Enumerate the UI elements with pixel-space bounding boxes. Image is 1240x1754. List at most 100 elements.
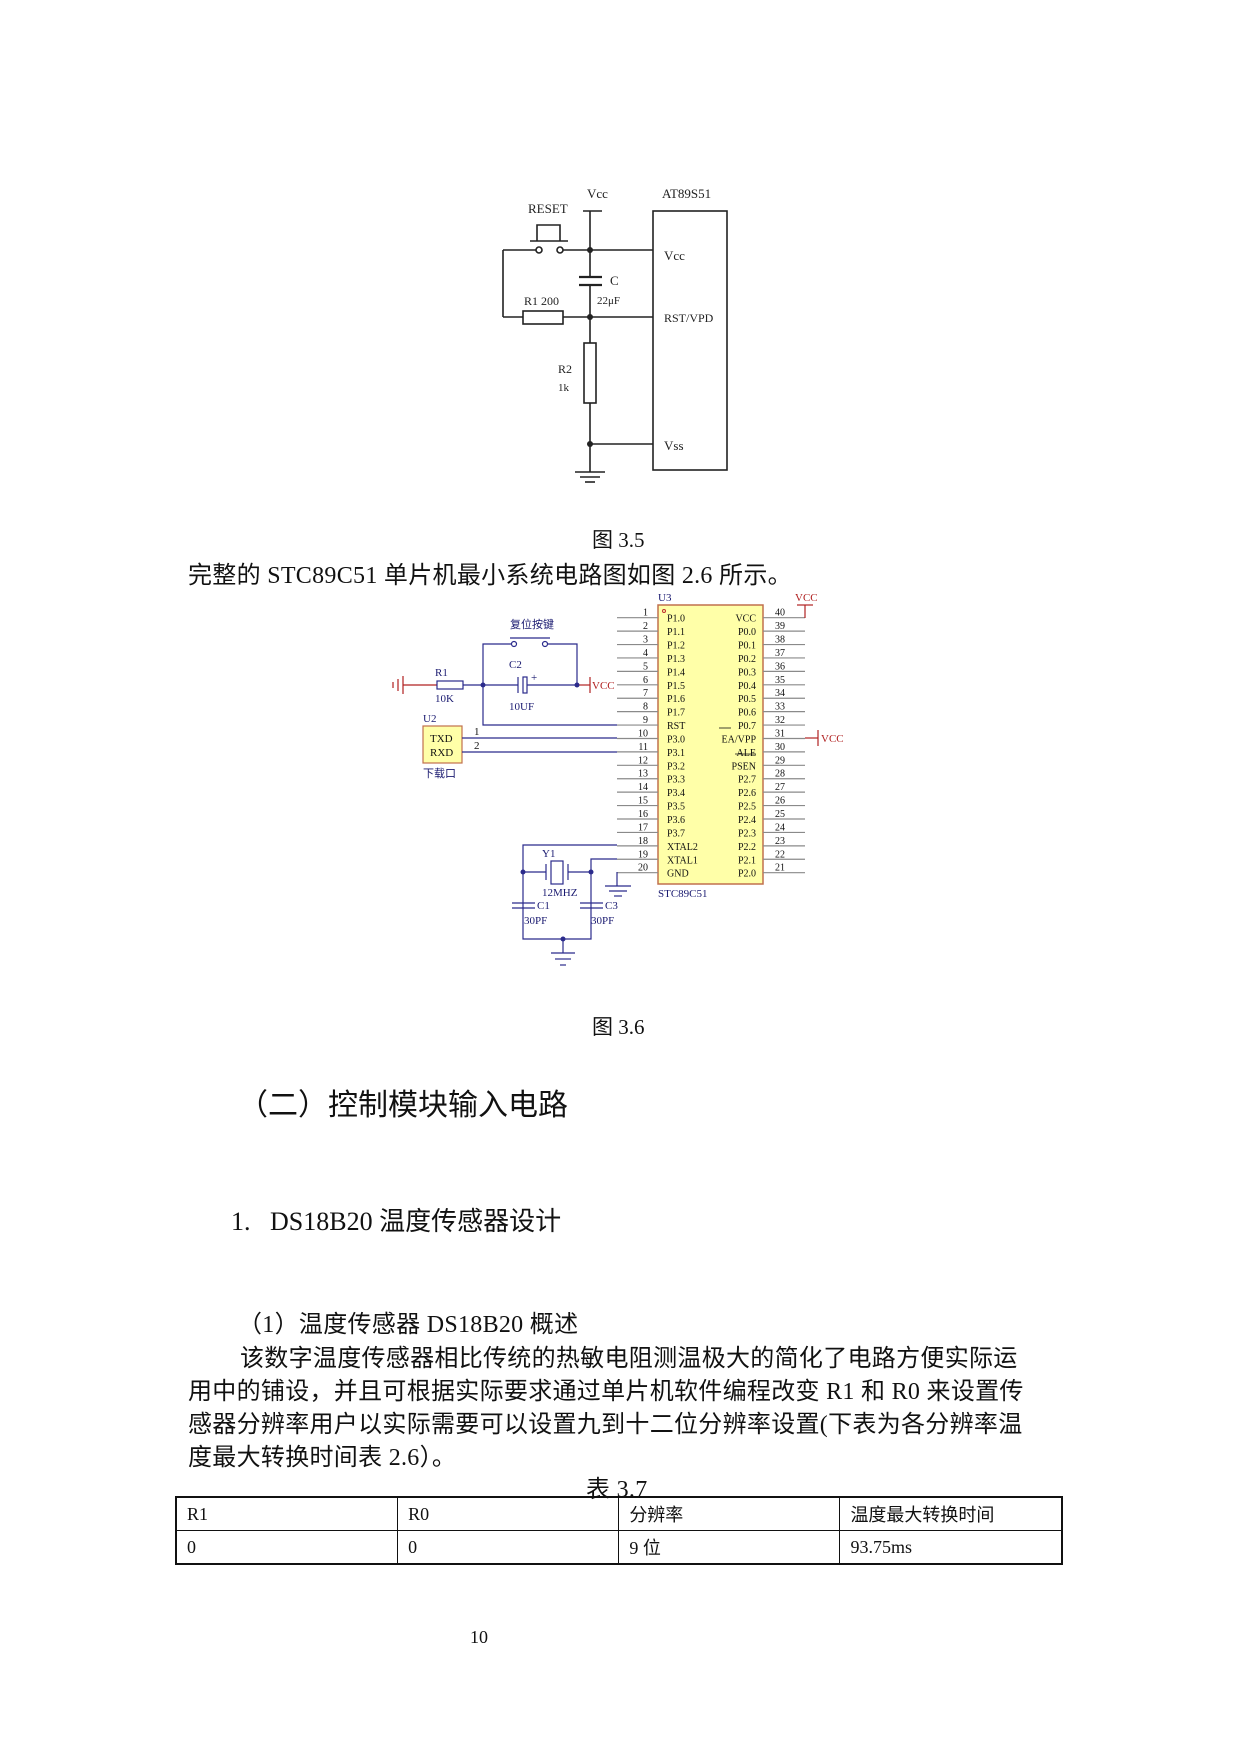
right-pin-name: P2.0 xyxy=(738,869,756,880)
u2-pin-txd: TXD xyxy=(430,733,453,745)
vcc-label-ea: VCC xyxy=(821,733,844,745)
right-pin-number: 27 xyxy=(775,782,785,793)
y1-label: Y1 xyxy=(542,848,555,860)
u2-pin-number-1: 1 xyxy=(474,726,480,738)
right-pin-name: P2.5 xyxy=(738,802,756,813)
left-pin-name: P1.2 xyxy=(667,641,685,652)
left-pin-name: P3.2 xyxy=(667,761,685,772)
header-r0: R0 xyxy=(397,1496,620,1531)
left-pin-name: P1.3 xyxy=(667,654,685,665)
left-pin-number: 9 xyxy=(643,715,648,726)
right-pin-number: 36 xyxy=(775,661,785,672)
left-pin-number: 11 xyxy=(638,742,648,753)
figure-3-5-caption: 图 3.5 xyxy=(592,528,645,552)
left-pin-name: P3.4 xyxy=(667,788,685,799)
left-pin-name: P3.0 xyxy=(667,734,685,745)
y1-crystal xyxy=(550,860,564,885)
left-pin-number: 13 xyxy=(638,769,648,780)
left-pin-number: 8 xyxy=(643,702,648,713)
header-r1: R1 xyxy=(175,1496,399,1531)
left-pin-name: P1.6 xyxy=(667,694,685,705)
right-pin-name: P0.5 xyxy=(738,694,756,705)
right-pin-name: PSEN xyxy=(732,761,756,772)
chip-ref: U3 xyxy=(658,592,672,604)
right-pin-number: 31 xyxy=(775,728,785,739)
left-pin-name: P1.0 xyxy=(667,614,685,625)
c3-label: C3 xyxy=(605,900,618,912)
right-pin-name: P0.7 xyxy=(738,721,756,732)
vcc-label: Vcc xyxy=(587,186,608,201)
left-pin-name: RST xyxy=(667,721,685,732)
header-resolution: 分辨率 xyxy=(618,1496,841,1531)
right-pin-name: P2.1 xyxy=(738,855,756,866)
reset-label: RESET xyxy=(528,201,568,216)
left-pin-number: 10 xyxy=(638,728,648,739)
right-pin-number: 24 xyxy=(775,822,785,833)
right-pin-name: P2.3 xyxy=(738,828,756,839)
left-pin-number: 16 xyxy=(638,809,648,820)
left-pin-name: P3.5 xyxy=(667,802,685,813)
vcc-label-reset: VCC xyxy=(592,680,615,692)
paragraph-line-4: 度最大转换时间表 2.6）。 xyxy=(188,1445,457,1471)
left-pin-name: P1.7 xyxy=(667,708,685,719)
stc89c51-chip xyxy=(657,604,764,885)
r1-resistor xyxy=(436,680,464,690)
pin-vcc: Vcc xyxy=(664,248,685,263)
right-pin-number: 33 xyxy=(775,702,785,713)
right-pin-number: 39 xyxy=(775,621,785,632)
right-pin-name: VCC xyxy=(735,614,756,625)
r2-resistor xyxy=(583,342,597,404)
r1-label: R1 xyxy=(435,667,448,679)
u2-name: 下载口 xyxy=(423,767,456,780)
chip-name: STC89C51 xyxy=(658,888,708,900)
left-pin-number: 15 xyxy=(638,796,648,807)
right-pin-number: 21 xyxy=(775,863,785,874)
right-pin-name: P0.1 xyxy=(738,641,756,652)
left-pin-name: XTAL2 xyxy=(667,842,698,853)
right-pin-number: 23 xyxy=(775,836,785,847)
left-pin-number: 6 xyxy=(643,675,648,686)
paragraph-line-3: 感器分辨率用户以实际需要可以设置九到十二位分辨率设置(下表为各分辨率温 xyxy=(188,1412,1023,1438)
right-pin-name: P0.3 xyxy=(738,667,756,678)
left-pin-name: P3.6 xyxy=(667,815,685,826)
right-pin-number: 38 xyxy=(775,635,785,646)
right-pin-number: 26 xyxy=(775,796,785,807)
left-pin-number: 4 xyxy=(643,648,648,659)
left-pin-name: P1.5 xyxy=(667,681,685,692)
c1-label: C1 xyxy=(537,900,550,912)
right-pin-name: P2.6 xyxy=(738,788,756,799)
left-pin-number: 17 xyxy=(638,822,648,833)
c2-polarity: + xyxy=(531,672,537,684)
right-pin-number: 30 xyxy=(775,742,785,753)
left-pin-name: P3.3 xyxy=(667,775,685,786)
c2-label: C2 xyxy=(509,659,522,671)
u2-pin-rxd: RXD xyxy=(430,747,453,759)
c1-value: 30PF xyxy=(524,915,547,927)
page-number: 10 xyxy=(470,1627,488,1647)
left-pin-name: XTAL1 xyxy=(667,855,698,866)
r2-label: R2 xyxy=(558,362,572,376)
left-pin-number: 1 xyxy=(643,608,648,619)
right-pin-name: P2.2 xyxy=(738,842,756,853)
r1-label: R1 200 xyxy=(524,294,559,308)
left-pin-number: 20 xyxy=(638,863,648,874)
figure-3-6-caption: 图 3.6 xyxy=(592,1015,645,1039)
right-pin-name: P2.7 xyxy=(738,775,756,786)
right-pin-number: 32 xyxy=(775,715,785,726)
figure-3-5-reset-circuit: Vcc AT89S51 RESET C 22μF R1 200 R2 1k Vc… xyxy=(502,186,728,483)
left-pin-name: P1.4 xyxy=(667,667,685,678)
u2-download-port xyxy=(422,725,463,764)
left-pin-name: P3.1 xyxy=(667,748,685,759)
right-pin-number: 37 xyxy=(775,648,785,659)
left-pin-number: 19 xyxy=(638,849,648,860)
cap-label: C xyxy=(610,273,619,288)
vcc-label-top: VCC xyxy=(795,592,818,604)
cell-conversion-time: 93.75ms xyxy=(839,1530,1063,1565)
left-pin-number: 5 xyxy=(643,661,648,672)
r1-value: 10K xyxy=(435,693,454,705)
right-pin-name: EA/VPP xyxy=(722,734,757,745)
cell-r1: 0 xyxy=(175,1530,399,1565)
right-pin-name: P0.4 xyxy=(738,681,756,692)
left-pin-number: 12 xyxy=(638,755,648,766)
